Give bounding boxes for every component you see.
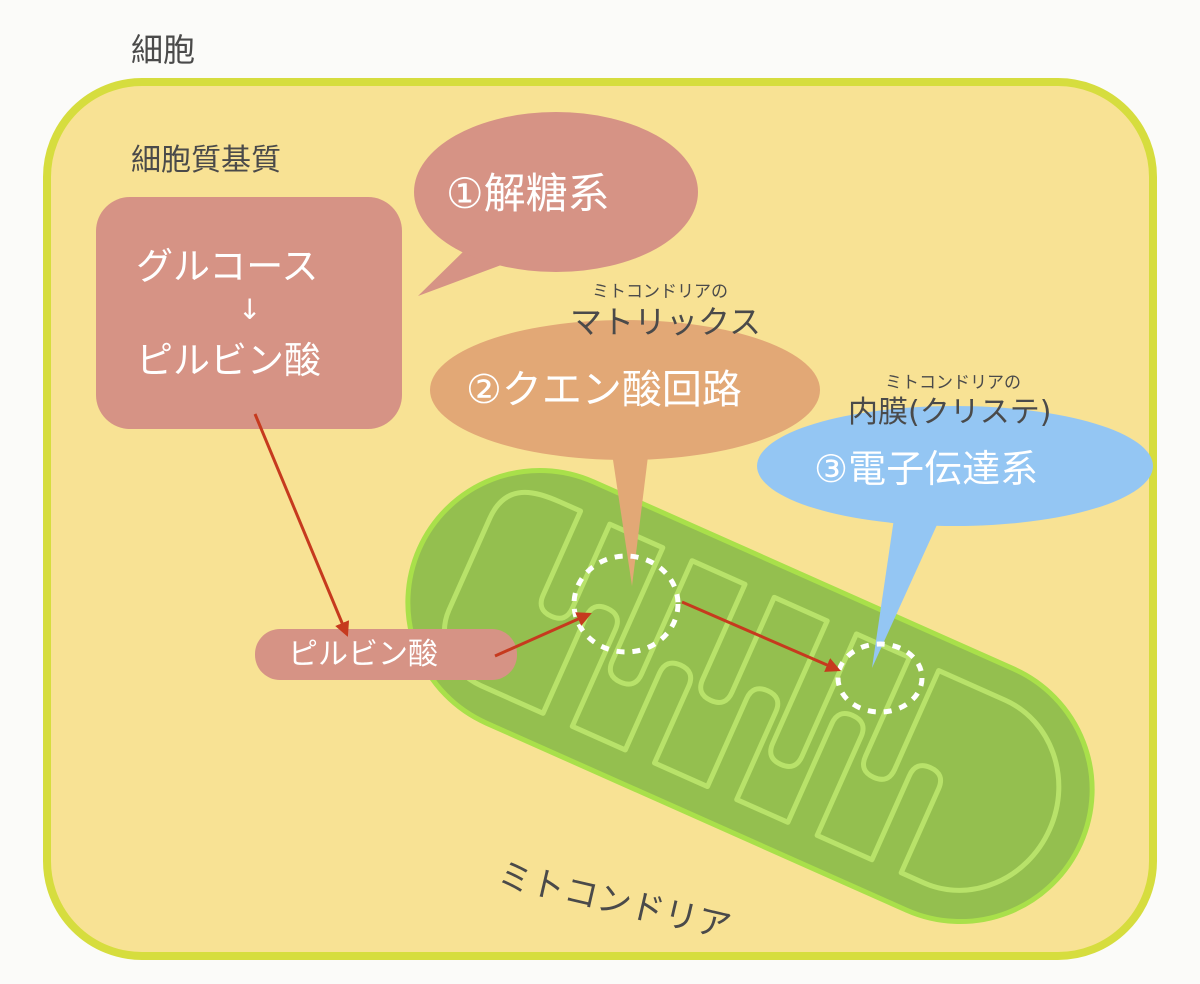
- inner-membrane-caption-small: ミトコンドリアの: [885, 373, 1021, 393]
- glycolysis-box: [96, 197, 402, 429]
- glycolysis-down-arrow: ↓: [238, 293, 262, 326]
- matrix-highlight-circle: [571, 553, 681, 655]
- pyruvate-box-label: ピルビン酸: [136, 339, 321, 382]
- cytoplasm-label: 細胞質基質: [131, 143, 281, 178]
- arrow-pyruvate-to-cytoplasm: [253, 413, 350, 637]
- glucose-label: グルコース: [136, 245, 319, 288]
- pyruvate-pill-label: ピルビン酸: [288, 637, 438, 672]
- electron-transport-callout-bubble: [757, 406, 1153, 526]
- citric-acid-callout-bubble: [430, 320, 820, 460]
- inner-membrane-highlight-circle: [835, 641, 925, 715]
- pyruvate-pill: [255, 629, 517, 680]
- matrix-caption-large: マトリックス: [570, 303, 762, 341]
- citric-acid-callout-label: ②クエン酸回路: [466, 367, 742, 413]
- glycolysis-callout-label: ①解糖系: [446, 169, 610, 218]
- glycolysis-callout-bubble: [414, 112, 698, 272]
- electron-transport-callout-tail: [872, 505, 946, 668]
- citric-acid-callout: [430, 320, 820, 586]
- arrow-pyruvate-to-matrix: [494, 612, 592, 658]
- citric-acid-callout-tail: [610, 440, 650, 586]
- matrix-caption-small: ミトコンドリアの: [592, 282, 728, 302]
- electron-transport-callout: [757, 406, 1153, 668]
- inner-membrane-caption-large: 内膜(クリステ): [848, 395, 1052, 430]
- arrow-matrix-to-inner-membrane: [681, 600, 841, 672]
- electron-transport-callout-label: ③電子伝達系: [814, 447, 1039, 491]
- cell-title: 細胞: [131, 31, 196, 69]
- mitochondrion-cristae: [441, 489, 1062, 893]
- glycolysis-callout: [414, 112, 698, 296]
